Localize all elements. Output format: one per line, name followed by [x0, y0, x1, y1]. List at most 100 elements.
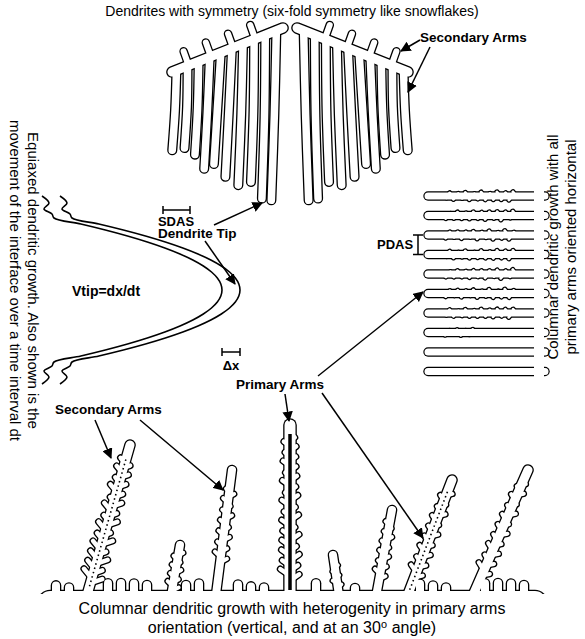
- primary-arm-body: [465, 331, 466, 333]
- columnar-dendrite-body: [424, 536, 428, 542]
- primary-arm-body: [428, 310, 545, 317]
- dendrite-frond-body: [184, 51, 189, 65]
- primary-arm-body: [485, 255, 487, 258]
- primary-arm-body: [450, 310, 452, 313]
- columnar-dendrite-body: [418, 565, 426, 567]
- columnar-dendrite-body: [437, 506, 440, 511]
- primary-arm-body: [505, 251, 507, 254]
- dendrite-frond-edge: [348, 48, 355, 177]
- dendrite-frond-body: [262, 35, 265, 199]
- primary-arm-body: [501, 196, 503, 199]
- primary-arm-body: [486, 294, 488, 297]
- primary-arm-edge: [505, 251, 507, 254]
- primary-arm-edge: [462, 255, 464, 257]
- primary-arm-body: [482, 291, 484, 293]
- dendrite-frond-edge: [214, 53, 221, 164]
- columnar-dendrite-edge: [405, 480, 452, 602]
- primary-arm-edge: [513, 309, 516, 313]
- columnar-dendrite-edge: [99, 552, 106, 554]
- primary-arm-body: [469, 333, 470, 335]
- dendrite-frond-body: [392, 66, 395, 148]
- primary-arm-body: [514, 232, 516, 235]
- interface-curves: [42, 196, 240, 384]
- primary-arm-edge: [428, 347, 545, 356]
- columnar-dendrite-edge: [177, 562, 181, 564]
- columnar-dendrite-body: [215, 470, 232, 602]
- columnar-dendrite-body: [174, 579, 179, 581]
- primary-arm-body: [513, 192, 516, 196]
- primary-arm-body: [510, 274, 512, 277]
- leader-arrow: [318, 292, 423, 376]
- primary-arm-edge: [428, 367, 545, 376]
- primary-arm-body: [465, 310, 467, 313]
- columnar-dendrite-edge: [499, 534, 507, 536]
- primary-arm-body: [505, 212, 507, 215]
- primary-arm-body: [482, 232, 484, 235]
- columnar-dendrite-body: [495, 544, 502, 545]
- primary-arm-edge: [477, 235, 480, 239]
- primary-arm-body: [477, 235, 480, 239]
- primary-arm-edge: [454, 216, 456, 219]
- primary-arm-body: [458, 194, 460, 196]
- primary-arm-edge: [462, 274, 464, 277]
- dendrite-shapes: [0, 25, 585, 639]
- primary-arm-body: [481, 251, 484, 255]
- primary-arm-body: [509, 255, 512, 259]
- dendrite-frond-body: [195, 61, 199, 154]
- primary-arm-body: [478, 255, 480, 258]
- primary-arm-body: [458, 252, 459, 254]
- columnar-dendrite-body: [440, 495, 444, 501]
- primary-arm-body: [497, 192, 500, 196]
- dendrite-frond-body: [369, 43, 374, 57]
- columnar-dendrite-body: [432, 515, 436, 521]
- primary-arm-edge: [486, 294, 488, 297]
- primary-arm-body: [446, 235, 448, 238]
- dendrite-frond-edge: [337, 44, 342, 185]
- velocity-formula: Vtip=dx/dt: [72, 283, 140, 300]
- primary-arm-body: [501, 274, 504, 278]
- columnar-dendrite-edge: [507, 505, 510, 510]
- primary-arm-body: [453, 196, 455, 199]
- columnar-dendrite-edge: [333, 581, 338, 583]
- dendrite-frond-edge: [315, 35, 318, 199]
- columnar-dendrite-body: [470, 470, 528, 602]
- primary-arm-body: [461, 294, 463, 297]
- primary-arm-edge: [462, 313, 464, 316]
- primary-arm-body: [473, 232, 475, 235]
- primary-arm-edge: [473, 271, 475, 274]
- primary-arm-body: [461, 235, 463, 238]
- primary-arm-edge: [481, 309, 484, 313]
- primary-arm-edge: [482, 291, 484, 293]
- primary-arm-body: [473, 290, 475, 294]
- columnar-dendrite-body: [335, 565, 338, 568]
- primary-arm-body: [458, 271, 460, 274]
- primary-arm-body: [458, 232, 460, 235]
- primary-arm-edge: [505, 212, 507, 215]
- primary-arm-body: [509, 196, 512, 200]
- primary-arm-edge: [474, 311, 476, 313]
- dendrite-frond-edge: [238, 44, 243, 185]
- primary-arm-edge: [458, 194, 460, 196]
- primary-arm-edge: [470, 216, 472, 219]
- primary-arm-body: [473, 212, 475, 215]
- spacing-bracket: [413, 235, 423, 255]
- primary-arm-body: [449, 330, 450, 332]
- primary-arm-edge: [428, 250, 545, 259]
- dimension-label: Δx: [223, 358, 240, 374]
- primary-arm-body: [481, 192, 484, 196]
- primary-arm-edge: [478, 274, 480, 277]
- primary-arm: [428, 192, 545, 372]
- dendrite-frond-edge: [195, 61, 199, 154]
- primary-arm-body: [454, 274, 456, 277]
- primary-arm-body: [428, 329, 545, 336]
- columnar-dendrite-edge: [508, 514, 516, 515]
- primary-arm-edge: [506, 271, 508, 274]
- leader-arrow: [140, 420, 223, 490]
- primary-arm-body: [506, 271, 508, 274]
- primary-arm-edge: [481, 271, 483, 274]
- primary-arm-edge: [454, 235, 456, 237]
- primary-arm-edge: [474, 252, 475, 254]
